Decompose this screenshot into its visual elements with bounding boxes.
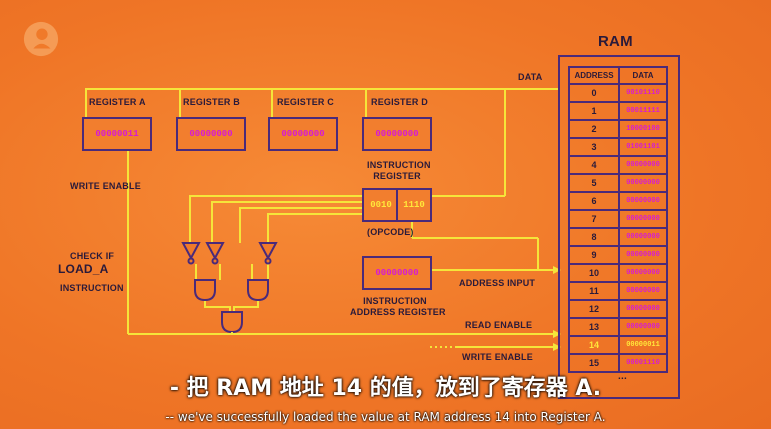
ram-data-cell: 00000000: [618, 245, 668, 265]
data-bus-label: DATA: [518, 72, 543, 82]
ram-address-cell: 7: [568, 209, 620, 229]
register-b: 00000000: [176, 117, 246, 151]
instruction-operand-cell: 1110: [396, 188, 432, 222]
ram-address-cell: 0: [568, 83, 620, 103]
ram-address-cell: 6: [568, 191, 620, 211]
ram-address-cell: 13: [568, 317, 620, 337]
register-d-label: REGISTER D: [371, 97, 429, 107]
ram-address-cell: 3: [568, 137, 620, 157]
ram-data-cell: 10000100: [618, 119, 668, 139]
register-a-value: 00000011: [95, 129, 139, 139]
load-a-label: LOAD_A: [58, 262, 109, 276]
ram-data-cell: 00000000: [618, 263, 668, 283]
ram-data-cell: 00000000: [618, 227, 668, 247]
read-enable-label: READ ENABLE: [465, 320, 533, 330]
opcode-label: (OPCODE): [367, 227, 414, 237]
ram-address-cell: 15: [568, 353, 620, 373]
ram-data-cell: 00000000: [618, 191, 668, 211]
opcode-value: 0010: [370, 200, 392, 210]
ram-data-cell: 00001110: [618, 353, 668, 373]
ram-block: [558, 55, 680, 399]
ram-address-cell: 8: [568, 227, 620, 247]
ram-data-cell: 01001101: [618, 137, 668, 157]
register-c: 00000000: [268, 117, 338, 151]
ram-data-cell: 00000000: [618, 317, 668, 337]
instruction-address-value: 00000000: [375, 268, 419, 278]
ram-data-cell: 00000011: [618, 335, 668, 355]
ram-data-cell: 00011111: [618, 101, 668, 121]
ram-data-cell: 00000000: [618, 173, 668, 193]
ram-address-cell: 10: [568, 263, 620, 283]
ram-ellipsis: ...: [618, 371, 627, 382]
ram-address-cell: 11: [568, 281, 620, 301]
register-a: 00000011: [82, 117, 152, 151]
ram-address-cell: 14: [568, 335, 620, 355]
register-c-value: 00000000: [281, 129, 325, 139]
write-enable-bottom-label: WRITE ENABLE: [462, 352, 533, 362]
register-d: 00000000: [362, 117, 432, 151]
ram-address-header: ADDRESS: [568, 66, 620, 85]
register-b-value: 00000000: [189, 129, 233, 139]
register-d-value: 00000000: [375, 129, 419, 139]
register-a-label: REGISTER A: [89, 97, 146, 107]
iar-label-1: INSTRUCTION: [363, 296, 427, 306]
ram-data-header: DATA: [618, 66, 668, 85]
instruction-register-label-1: INSTRUCTION: [367, 160, 431, 170]
address-input-label: ADDRESS INPUT: [459, 278, 536, 288]
instruction-address-register: 00000000: [362, 256, 432, 290]
ram-data-cell: 00000000: [618, 155, 668, 175]
ram-data-cell: 00101110: [618, 83, 668, 103]
ram-address-cell: 1: [568, 101, 620, 121]
register-b-label: REGISTER B: [183, 97, 241, 107]
ram-address-cell: 2: [568, 119, 620, 139]
ram-address-cell: 4: [568, 155, 620, 175]
instruction-register-label-2: REGISTER: [373, 171, 421, 181]
subtitle-chinese: - 把 RAM 地址 14 的值，放到了寄存器 A.: [169, 376, 602, 401]
ram-address-cell: 9: [568, 245, 620, 265]
write-enable-label: WRITE ENABLE: [70, 181, 141, 191]
ram-title: RAM: [598, 33, 633, 50]
instruction-label: INSTRUCTION: [60, 283, 124, 293]
ram-address-cell: 12: [568, 299, 620, 319]
ram-data-cell: 00000000: [618, 281, 668, 301]
ram-address-cell: 5: [568, 173, 620, 193]
check-if-label: CHECK IF: [70, 251, 115, 261]
pbs-logo-icon: [23, 21, 59, 57]
ram-data-cell: 00000000: [618, 299, 668, 319]
ram-data-cell: 00000000: [618, 209, 668, 229]
instruction-opcode-cell: 0010: [362, 188, 400, 222]
iar-label-2: ADDRESS REGISTER: [350, 307, 446, 317]
operand-value: 1110: [403, 200, 425, 210]
subtitle-english: -- we've successfully loaded the value a…: [165, 410, 606, 424]
register-c-label: REGISTER C: [277, 97, 335, 107]
